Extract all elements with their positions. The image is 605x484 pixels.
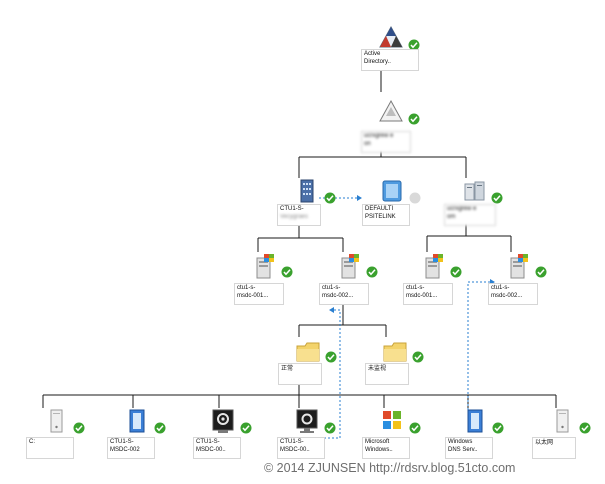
healthy-check-icon: [366, 266, 378, 278]
node-dc-msdc-001-a[interactable]: ctu1-s-msdc-001...: [234, 252, 294, 328]
monitor-screen-icon: [296, 409, 318, 433]
healthy-check-icon: [535, 266, 547, 278]
building-icon: [300, 179, 314, 203]
folder-icon: [296, 342, 320, 362]
windows-server-icon: [256, 254, 274, 279]
node-label: 正常: [278, 363, 322, 385]
folder-icon: [383, 342, 407, 362]
node-site-ctu1[interactable]: CTU1-S-Vecygraes: [277, 178, 337, 254]
node-folder-normal[interactable]: 正常: [278, 337, 338, 413]
dashed-connectors: [319, 195, 495, 439]
node-label: CTU1-S-MSDC-00..: [277, 437, 325, 459]
node-label: 以太网: [532, 437, 576, 459]
healthy-check-icon: [450, 266, 462, 278]
node-service-monitor-b[interactable]: CTU1-S-MSDC-00..: [277, 408, 337, 484]
network-adapter-icon: [556, 409, 569, 433]
healthy-check-icon: [491, 192, 503, 204]
node-disk-c[interactable]: C:: [26, 408, 86, 484]
healthy-check-icon: [408, 39, 420, 51]
server-blue-icon: [129, 409, 145, 433]
forest-triangle-icon: [379, 99, 403, 122]
dns-server-icon: [467, 409, 483, 433]
healthy-check-icon: [409, 422, 421, 434]
node-label: C:: [26, 437, 74, 459]
healthy-check-icon: [492, 422, 504, 434]
healthy-check-icon: [325, 351, 337, 363]
windows-server-icon: [510, 254, 528, 279]
node-ethernet[interactable]: 以太网: [532, 408, 592, 484]
node-label: CTU1-S-MSDC-002: [107, 437, 155, 459]
node-folder-unmonitored[interactable]: 未监视: [365, 337, 425, 413]
healthy-check-icon: [73, 422, 85, 434]
healthy-check-icon: [412, 351, 424, 363]
node-service-monitor-a[interactable]: CTU1-S-MSDC-00..: [193, 408, 253, 484]
healthy-check-icon: [324, 192, 336, 204]
healthy-check-icon: [154, 422, 166, 434]
node-dc-msdc-002-a[interactable]: ctu1-s-msdc-002...: [319, 252, 379, 328]
active-directory-icon: [379, 25, 403, 48]
healthy-check-icon: [324, 422, 336, 434]
node-label: 未监视: [365, 363, 409, 385]
node-dc-msdc-001-b[interactable]: ctu1-s-msdc-001...: [403, 252, 463, 328]
windows-server-icon: [341, 254, 359, 279]
status-icon: [409, 192, 421, 204]
windows-server-icon: [425, 254, 443, 279]
node-label: CTU1-S-Vecygraes: [277, 204, 321, 226]
healthy-check-icon: [408, 113, 420, 125]
node-label: CTU1-S-MSDC-00..: [193, 437, 241, 459]
copyright-watermark: © 2014 ZJUNSEN http://rdsrv.blog.51cto.c…: [264, 461, 516, 475]
windows-logo-icon: [383, 411, 401, 429]
node-label: ctu1-s-msdc-002...: [319, 283, 369, 305]
service-gear-icon: [212, 409, 234, 433]
node-ctu1-msdc-002[interactable]: CTU1-S-MSDC-002: [107, 408, 167, 484]
node-label: ctu1-s-msdc-002...: [488, 283, 538, 305]
node-label: ctu1-s-msdc-001...: [403, 283, 453, 305]
healthy-check-icon: [281, 266, 293, 278]
disk-drive-icon: [50, 409, 63, 433]
healthy-check-icon: [240, 422, 252, 434]
healthy-check-icon: [579, 422, 591, 434]
server-group-icon: [464, 181, 485, 201]
node-dc-msdc-002-b[interactable]: ctu1-s-msdc-002...: [488, 252, 548, 328]
node-label: ctu1-s-msdc-001...: [234, 283, 284, 305]
sitelink-cube-icon: [382, 180, 402, 202]
